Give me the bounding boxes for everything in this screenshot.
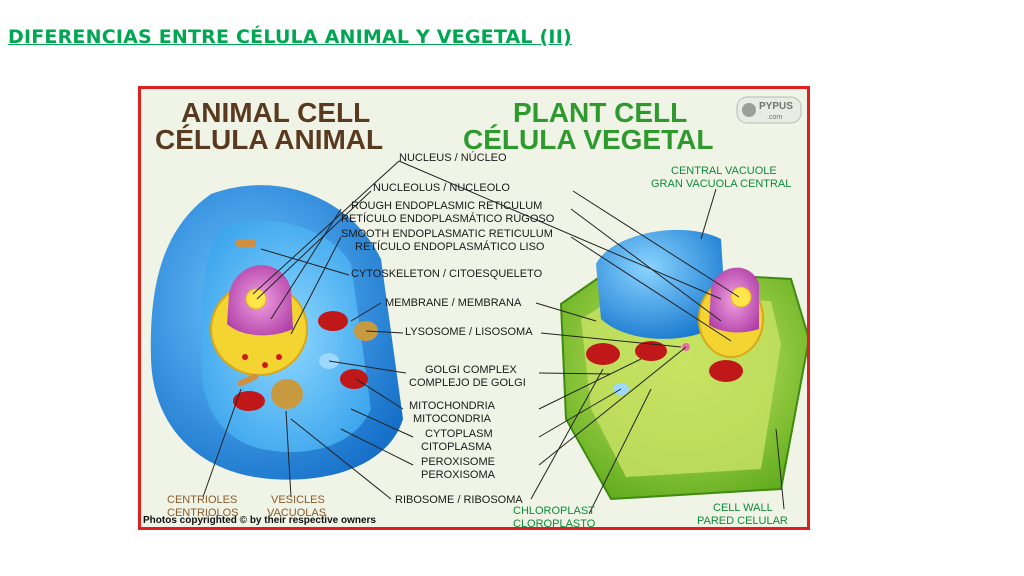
label-peroxisome-es: PEROXISOMA <box>421 469 496 481</box>
label-smooth-er-es: RETÍCULO ENDOPLASMÁTICO LISO <box>355 240 545 253</box>
label-cytoskeleton: CYTOSKELETON / CITOESQUELETO <box>351 268 543 280</box>
label-vesicles-en: VESICLES <box>271 494 325 506</box>
label-ribosome: RIBOSOME / RIBOSOMA <box>395 494 523 506</box>
label-central-vacuole-en: CENTRAL VACUOLE <box>671 165 777 177</box>
plant-cell-illustration <box>559 229 807 501</box>
label-central-vacuole-es: GRAN VACUOLA CENTRAL <box>651 178 791 190</box>
logo-text: PYPUS <box>759 101 793 112</box>
label-mito-es: MITOCONDRIA <box>413 413 492 425</box>
label-membrane: MEMBRANE / MEMBRANA <box>385 297 522 309</box>
label-rough-er-es: RETÍCULO ENDOPLASMÁTICO RUGOSO <box>341 212 555 225</box>
cell-diagram-frame: ANIMAL CELL CÉLULA ANIMAL PLANT CELL CÉL… <box>138 86 810 530</box>
copyright-note: Photos copyrighted © by their respective… <box>143 515 376 526</box>
plant-cell-title-es: CÉLULA VEGETAL <box>463 124 713 155</box>
label-nucleus: NUCLEUS / NÚCLEO <box>399 151 507 164</box>
label-nucleolus: NUCLEOLUS / NUCLEOLO <box>373 182 510 194</box>
label-cell-wall-en: CELL WALL <box>713 502 773 514</box>
label-peroxisome-en: PEROXISOME <box>421 456 495 468</box>
animal-cell-title: ANIMAL CELL <box>181 97 370 128</box>
label-vesicles-es: VACUOLAS <box>267 507 326 519</box>
label-mito-en: MITOCHONDRIA <box>409 400 496 412</box>
slide-title: DIFERENCIAS ENTRE CÉLULA ANIMAL Y VEGETA… <box>8 26 572 48</box>
label-chloroplast-es: CLOROPLASTO <box>513 518 596 527</box>
cell-diagram: ANIMAL CELL CÉLULA ANIMAL PLANT CELL CÉL… <box>143 96 807 527</box>
label-smooth-er-en: SMOOTH ENDOPLASMATIC RETICULUM <box>341 228 553 240</box>
plant-cell-title: PLANT CELL <box>513 97 687 128</box>
label-lysosome: LYSOSOME / LISOSOMA <box>405 326 533 338</box>
label-centrioles-es: CENTRIOLOS <box>167 507 239 519</box>
label-cell-wall-es: PARED CELULAR <box>697 515 788 527</box>
label-chloroplast-en: CHLOROPLAST <box>513 505 595 517</box>
label-centrioles-en: CENTRIOLES <box>167 494 237 506</box>
animal-cell-illustration <box>150 185 403 480</box>
pypus-logo: PYPUS .com <box>736 96 802 124</box>
label-rough-er-en: ROUGH ENDOPLASMIC RETICULUM <box>351 200 542 212</box>
logo-subtext: .com <box>767 114 782 121</box>
animal-cell-title-es: CÉLULA ANIMAL <box>155 124 383 155</box>
label-cytoplasm-es: CITOPLASMA <box>421 441 492 453</box>
label-golgi-en: GOLGI COMPLEX <box>425 364 517 376</box>
label-cytoplasm-en: CYTOPLASM <box>425 428 493 440</box>
leader-lines <box>202 160 785 515</box>
label-golgi-es: COMPLEJO DE GOLGI <box>409 377 526 389</box>
